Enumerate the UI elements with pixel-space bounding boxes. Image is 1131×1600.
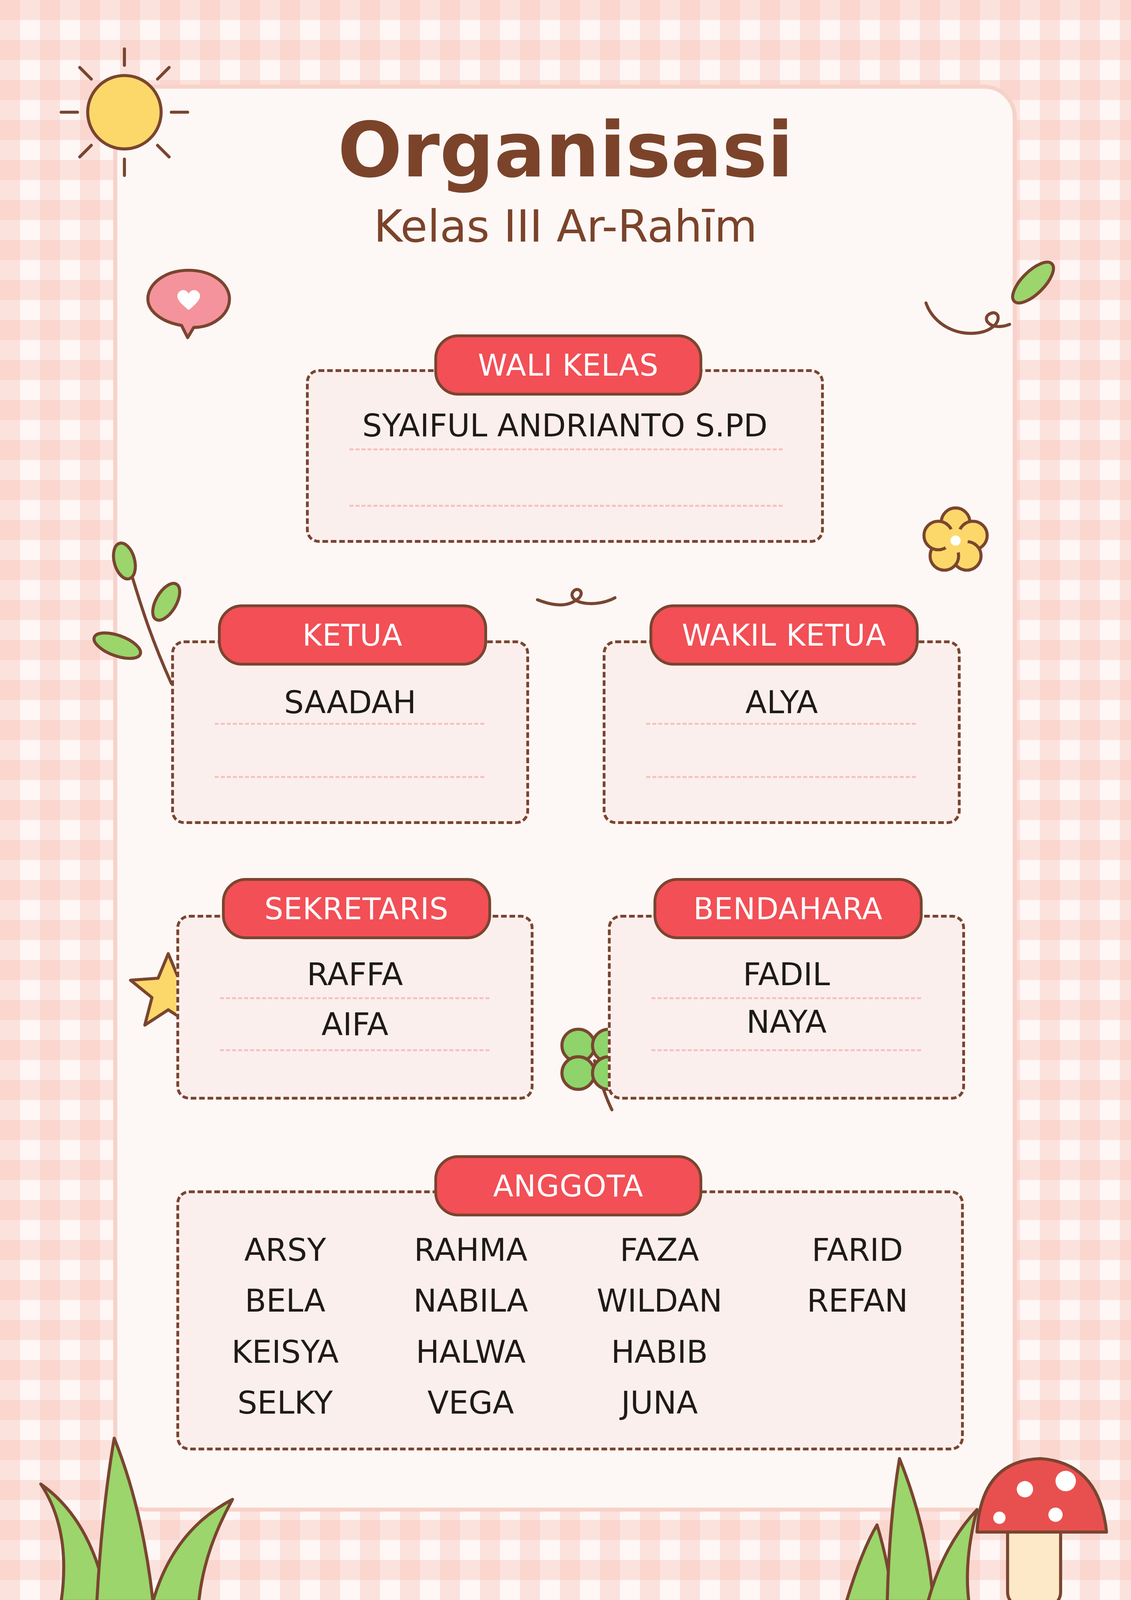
member-name: REFAN: [803, 1282, 913, 1320]
role-box: SEKRETARISRAFFAAIFA: [176, 914, 534, 1100]
member-name: WILDAN: [592, 1282, 727, 1320]
heading-text: WAKIL KETUA: [681, 617, 887, 653]
guide-line: [219, 1049, 490, 1052]
member-name: BELA: [240, 1282, 330, 1320]
guide-line: [214, 722, 485, 725]
member-name: FAZA: [615, 1231, 704, 1269]
member-name: AIFA: [317, 1005, 393, 1044]
guide-line: [646, 775, 916, 778]
member-name: NAYA: [742, 1003, 831, 1042]
member-name: RAHMA: [409, 1231, 532, 1269]
member-name: NABILA: [409, 1282, 533, 1320]
member-name: FADIL: [739, 955, 835, 994]
heading-text: BENDAHARA: [693, 891, 884, 926]
guide-line: [219, 997, 490, 1000]
role-box: WALI KELASSYAIFUL ANDRIANTO S.PD: [305, 369, 824, 543]
role-box: ANGGOTAARSYBELAKEISYASELKYRAHMANABILAHAL…: [176, 1190, 964, 1451]
guide-line: [646, 722, 916, 725]
heading-tab: WALI KELAS: [434, 334, 703, 396]
subtitle: Kelas III Ar-Rahīm: [0, 199, 1131, 253]
member-name: ARSY: [240, 1231, 331, 1269]
role-box: KETUASAADAH: [171, 640, 530, 824]
member-name: SAADAH: [279, 683, 421, 722]
member-name: HALWA: [411, 1333, 530, 1371]
member-name: HABIB: [607, 1333, 712, 1371]
flower-icon: [923, 507, 988, 571]
heading-tab: WAKIL KETUA: [649, 604, 919, 666]
guide-line: [651, 1049, 922, 1052]
heading-text: KETUA: [302, 617, 403, 653]
heading-tab: ANGGOTA: [434, 1154, 703, 1217]
heading-tab: SEKRETARIS: [221, 877, 492, 940]
member-name: FARID: [807, 1231, 908, 1269]
member-name: KEISYA: [227, 1333, 343, 1371]
heading-text: WALI KELAS: [477, 347, 659, 383]
grass-icon: [40, 1438, 233, 1600]
guide-line: [349, 448, 783, 451]
heading-text: ANGGOTA: [493, 1168, 644, 1203]
paper-card: [115, 86, 1015, 1510]
member-name: SYAIFUL ANDRIANTO S.PD: [358, 407, 772, 445]
member-name: JUNA: [617, 1384, 702, 1422]
member-name: SELKY: [233, 1384, 337, 1422]
role-box: WAKIL KETUAALYA: [602, 640, 961, 824]
sun-icon: [61, 48, 188, 176]
squiggle-decoration: [537, 589, 616, 606]
heading-text: SEKRETARIS: [264, 891, 449, 926]
member-name: ALYA: [741, 683, 822, 722]
guide-line: [651, 997, 922, 1000]
heart-bubble-icon: [147, 270, 230, 338]
guide-line: [214, 775, 485, 778]
heading-tab: BENDAHARA: [653, 877, 923, 940]
member-name: VEGA: [423, 1384, 518, 1422]
heading-tab: KETUA: [217, 604, 488, 666]
mushroom-icon: [846, 1458, 1107, 1600]
page-title: Organisasi: [0, 104, 1131, 196]
member-name: RAFFA: [302, 955, 407, 994]
guide-line: [349, 504, 783, 507]
role-box: BENDAHARAFADILNAYA: [607, 914, 966, 1100]
leaf-icon: [925, 255, 1060, 334]
